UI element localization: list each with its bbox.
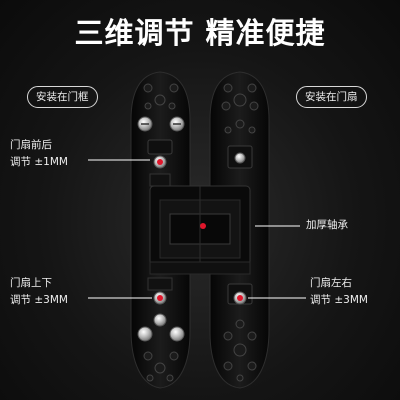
front-back-range: 调节 ±1MM [10, 156, 68, 168]
callout-lines [88, 159, 306, 299]
up-down-range: 调节 ±3MM [10, 294, 68, 306]
left-bottom-screws [137, 313, 185, 342]
headline: 三维调节 精准便捷 [74, 16, 326, 50]
bearing-marker [200, 223, 206, 229]
up-down-callout: 门扇上下 调节 ±3MM [10, 275, 68, 309]
front-back-title: 门扇前后 [10, 139, 52, 151]
left-bottom-holes [143, 351, 179, 382]
right-bottom-holes [223, 319, 257, 382]
left-top-holes [143, 83, 179, 110]
left-right-range: 调节 ±3MM [310, 294, 368, 306]
front-back-callout: 门扇前后 调节 ±1MM [10, 137, 68, 171]
install-leaf-badge: 安装在门扇 [296, 86, 367, 108]
bearing-callout: 加厚轴承 [306, 219, 348, 231]
up-down-title: 门扇上下 [10, 277, 52, 289]
right-top-holes [221, 83, 259, 134]
install-frame-badge: 安装在门框 [27, 86, 98, 108]
left-right-callout: 门扇左右 调节 ±3MM [310, 275, 368, 309]
left-right-title: 门扇左右 [310, 277, 352, 289]
